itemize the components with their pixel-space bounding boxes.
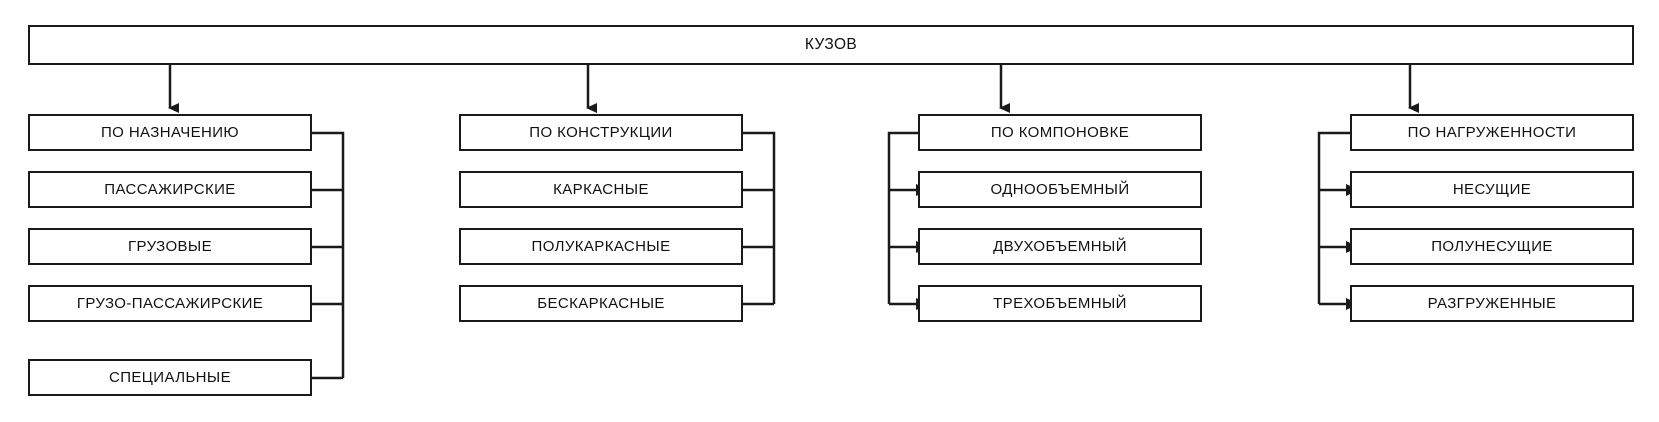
bus-col1: [312, 131, 345, 378]
column-header-po-naznacheniyu[interactable]: ПО НАЗНАЧЕНИЮ: [28, 114, 312, 151]
node-karkasnye[interactable]: КАРКАСНЫЕ: [459, 171, 743, 208]
bus-col3: [887, 131, 918, 304]
bus-col4: [1317, 131, 1350, 304]
node-label: ГРУЗО-ПАССАЖИРСКИЕ: [76, 295, 264, 312]
node-label: ПО НАГРУЖЕННОСТИ: [1407, 124, 1577, 141]
node-trehobemnyy[interactable]: ТРЕХОБЪЕМНЫЙ: [918, 285, 1202, 322]
node-label: ДВУХОБЪЕМНЫЙ: [993, 238, 1127, 255]
node-label: ПОЛУНЕСУЩИЕ: [1431, 238, 1553, 255]
node-label: РАЗГРУЖЕННЫЕ: [1427, 295, 1557, 312]
node-label: НЕСУЩИЕ: [1452, 181, 1532, 198]
node-label: ПОЛУКАРКАСНЫЕ: [531, 238, 671, 255]
node-passazhirskie[interactable]: ПАССАЖИРСКИЕ: [28, 171, 312, 208]
node-label: ПО КОМПОНОВКЕ: [990, 124, 1130, 141]
node-label: ПО КОНСТРУКЦИИ: [529, 124, 673, 141]
node-nesushchie[interactable]: НЕСУЩИЕ: [1350, 171, 1634, 208]
node-label: БЕСКАРКАСНЫЕ: [537, 295, 665, 312]
root-node-kuzov[interactable]: КУЗОВ: [28, 25, 1634, 65]
node-label: СПЕЦИАЛЬНЫЕ: [108, 369, 232, 386]
node-label: КАРКАСНЫЕ: [553, 181, 649, 198]
node-polukarkasnye[interactable]: ПОЛУКАРКАСНЫЕ: [459, 228, 743, 265]
node-beskarkasnye[interactable]: БЕСКАРКАСНЫЕ: [459, 285, 743, 322]
node-label: ПАССАЖИРСКИЕ: [104, 181, 236, 198]
node-gruzo-passazhirskie[interactable]: ГРУЗО-ПАССАЖИРСКИЕ: [28, 285, 312, 322]
node-label: ПО НАЗНАЧЕНИЮ: [101, 124, 239, 141]
node-specialnye[interactable]: СПЕЦИАЛЬНЫЕ: [28, 359, 312, 396]
node-label: ТРЕХОБЪЕМНЫЙ: [993, 295, 1127, 312]
node-odnoobemnyy[interactable]: ОДНООБЪЕМНЫЙ: [918, 171, 1202, 208]
node-label: ОДНООБЪЕМНЫЙ: [990, 181, 1130, 198]
node-razgruzhennye[interactable]: РАЗГРУЖЕННЫЕ: [1350, 285, 1634, 322]
node-polunesushchie[interactable]: ПОЛУНЕСУЩИЕ: [1350, 228, 1634, 265]
column-header-po-konstrukcii[interactable]: ПО КОНСТРУКЦИИ: [459, 114, 743, 151]
column-header-po-komponovke[interactable]: ПО КОМПОНОВКЕ: [918, 114, 1202, 151]
column-header-po-nagruzhennosti[interactable]: ПО НАГРУЖЕННОСТИ: [1350, 114, 1634, 151]
node-dvuhobemnyy[interactable]: ДВУХОБЪЕМНЫЙ: [918, 228, 1202, 265]
node-label: ГРУЗОВЫЕ: [127, 238, 213, 255]
node-gruzovye[interactable]: ГРУЗОВЫЕ: [28, 228, 312, 265]
bus-col2: [743, 131, 776, 304]
root-node-label: КУЗОВ: [804, 36, 858, 54]
